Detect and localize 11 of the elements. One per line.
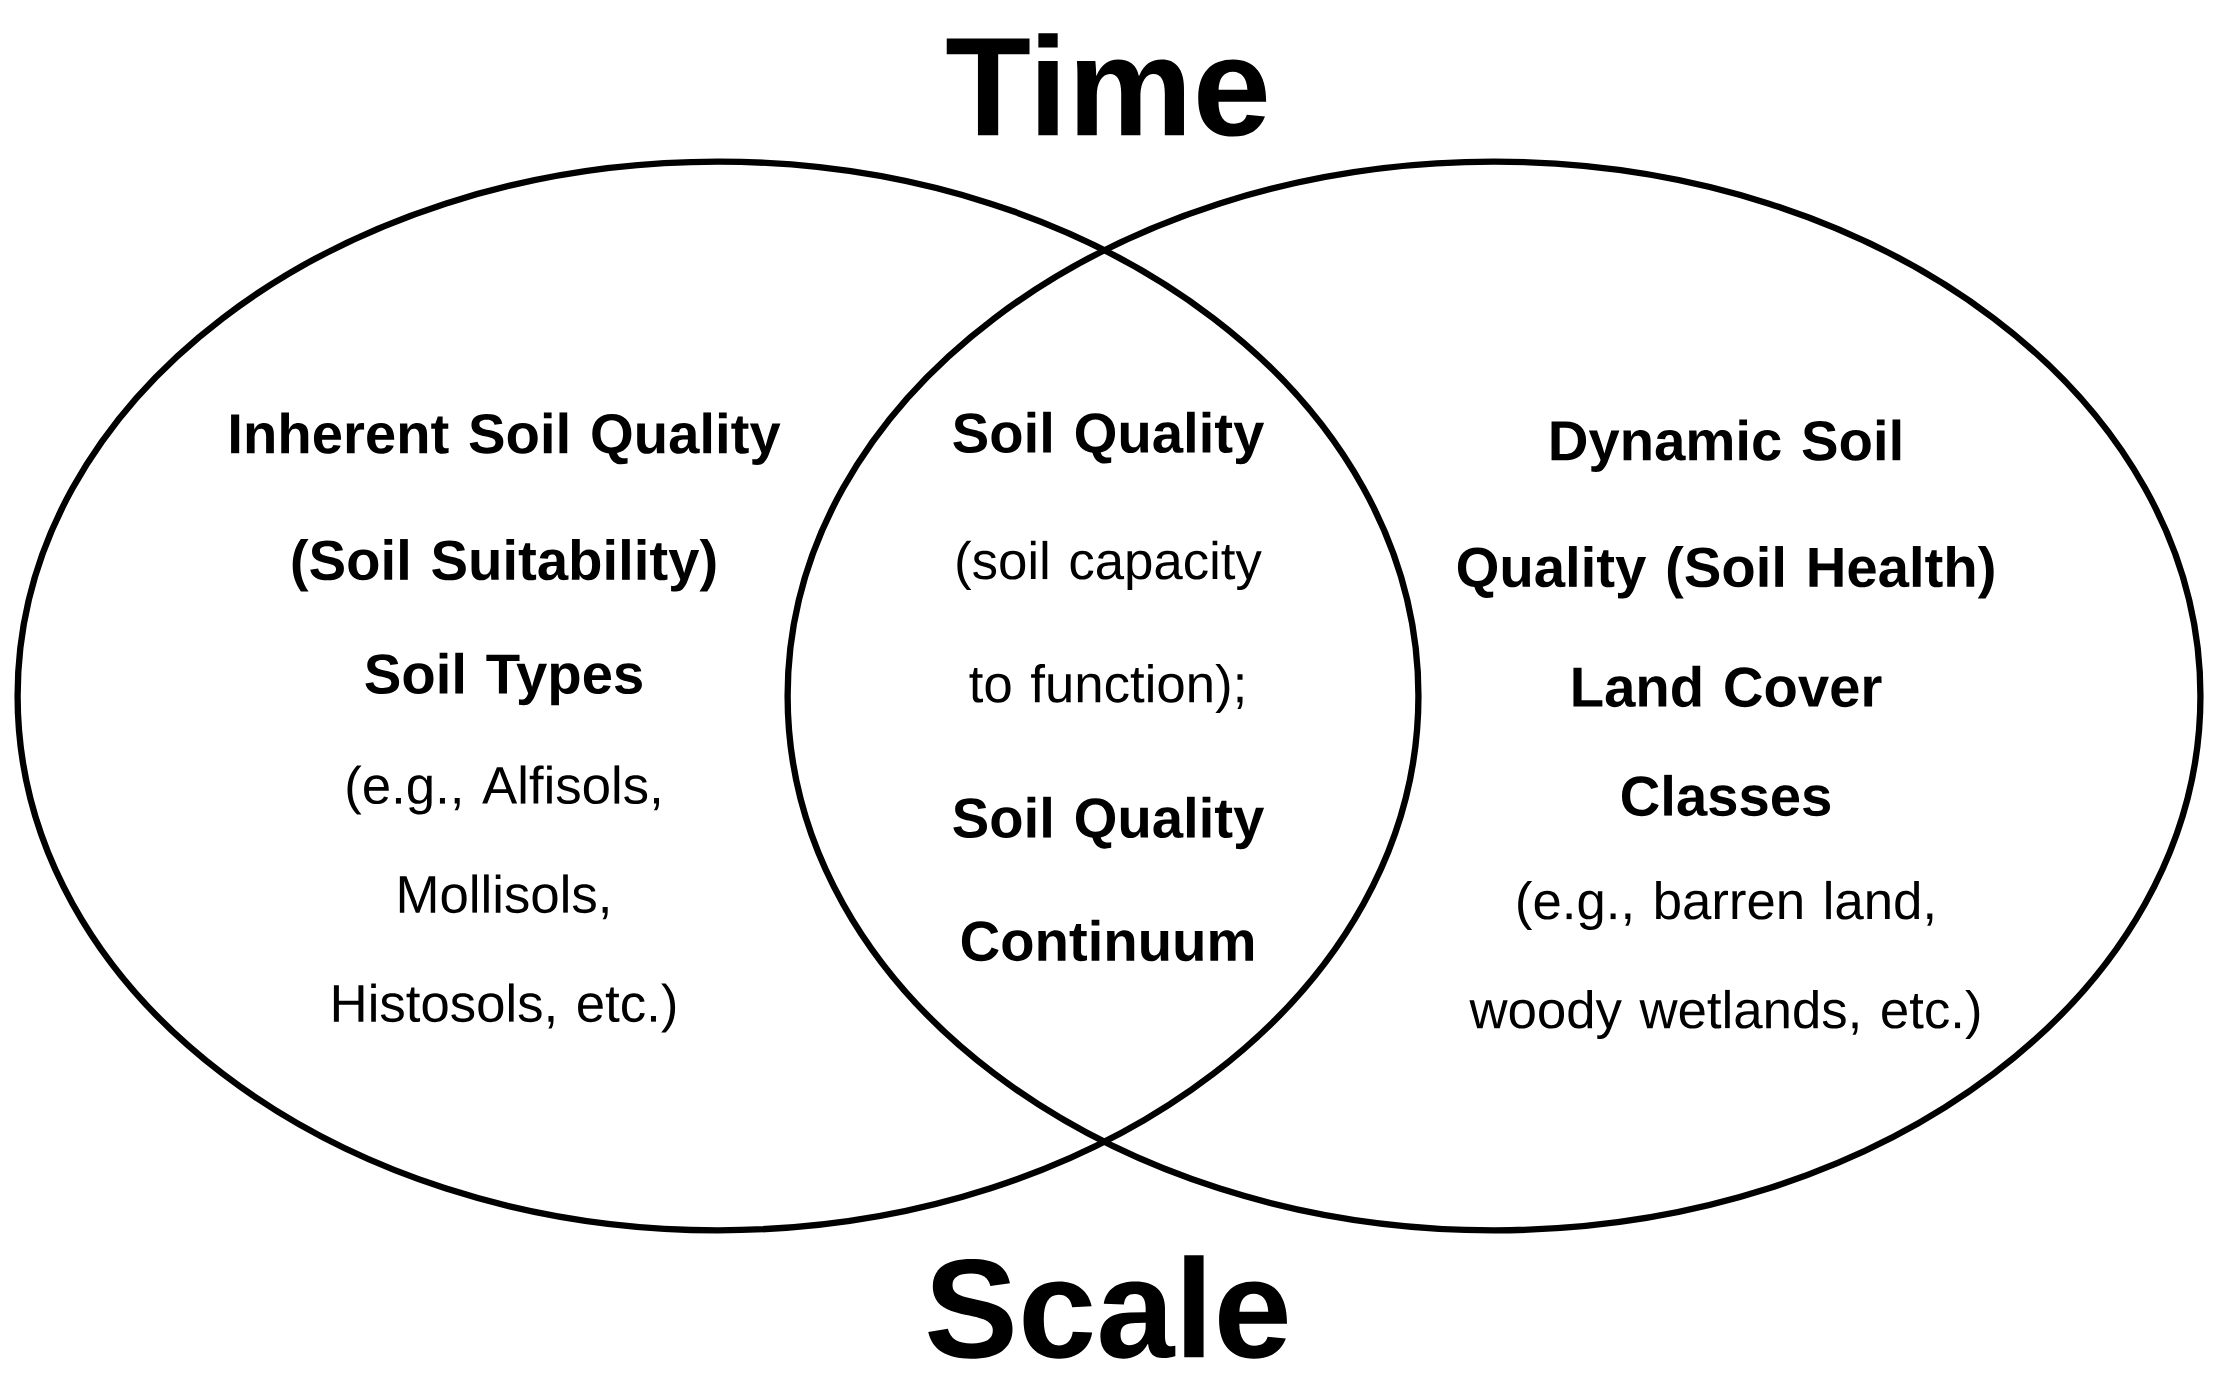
large-label: Time <box>946 33 1267 137</box>
overlap-label: Soil Quality <box>953 411 1265 465</box>
ellipse-label: Land Cover Classes <box>1573 665 1882 817</box>
ellipse-label: (e.g., barren land, woody wetlands, etc.) <box>1469 880 1980 1040</box>
overlap-label: (soil capacity to function); <box>957 540 1262 714</box>
ellipse-label: (e.g., Alfisols, Mollisols, Histosols, etc.) <box>333 765 676 1033</box>
overlap-label: Soil Quality Continuum <box>953 796 1265 962</box>
ellipse-label: Dynamic Soil Quality (Soil Health) <box>1457 419 1994 599</box>
ellipse-label: Soil Types <box>365 652 642 706</box>
large-label: Scale <box>928 1255 1287 1359</box>
ellipse-label: Inherent Soil Quality (Soil Suitability) <box>231 412 781 592</box>
